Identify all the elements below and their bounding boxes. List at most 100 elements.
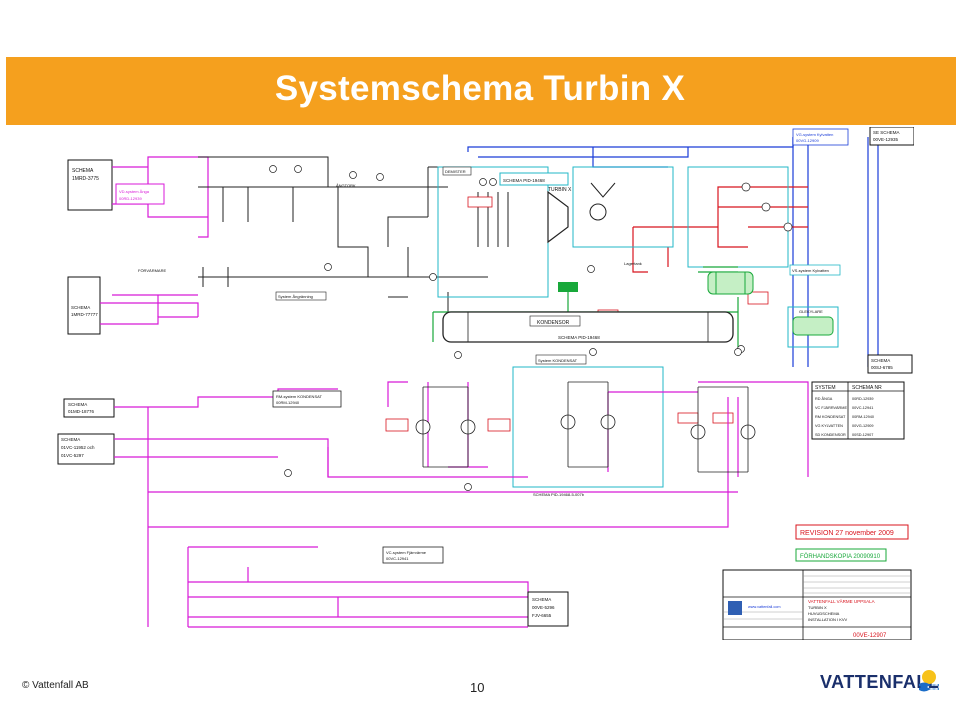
preliminary-label: FÖRHANDSKOPIA 20090910: [800, 553, 881, 560]
preliminary-box: FÖRHANDSKOPIA 20090910: [795, 548, 887, 562]
system-kondensat-box: System KONDENSAT: [535, 354, 587, 365]
schema-box-bottom: SCHEMA 00VE-5296 FJV-6655: [527, 591, 569, 627]
revision-label: REVISION 27 november 2009: [800, 530, 894, 537]
system-table-row-3-system: RM KONDENSAT: [815, 415, 846, 419]
schema-box-left-mid-line2: 1MRD-77777: [71, 312, 98, 317]
schema-box-left-bottom-line2: 01VC-11952 och: [61, 445, 95, 450]
turbine-symbol: TURBIN X: [547, 182, 616, 244]
system-table: SYSTEM SCHEMA NR RD ÅNGA 00RD-12939 VC F…: [811, 381, 905, 440]
vg-system-line2: 00VG-12909: [796, 138, 819, 143]
instrument-circles: [269, 165, 793, 491]
forvarmare-label-group: FÖRVÄRMARE: [138, 268, 166, 273]
vd-system-line2: 00RD-12939: [119, 196, 142, 201]
schema-pid-main-label-top: SCHEMA PID-19468: [503, 178, 545, 183]
title-block: www.vattenfall.com VATTENFALL VÄRME UPPS…: [722, 569, 912, 640]
schema-box-left-bottom-line1: SCHEMA: [61, 437, 80, 442]
schema-pid-bottom-label: SCHEMA PID-19468-5-007b: [533, 492, 585, 497]
schema-box-right-mid: SCHEMA 00SJ-6785: [867, 354, 913, 374]
vc-system-line2: 00VC-12941: [386, 556, 409, 561]
system-angranning-label: System Ångränning: [278, 294, 313, 299]
kondensor-schema-label: SCHEMA PID-19468: [558, 335, 600, 340]
kondensor-label: KONDENSOR: [537, 320, 570, 326]
title-bar: [6, 57, 956, 125]
schema-box-left-rvi-line2: 01MD-18776: [68, 409, 95, 414]
system-schematic: SCHEMA 1MRD-3775 SCHEMA 1MRD-77777 SCHEM…: [48, 127, 914, 640]
system-table-row-5-system: SD KONDENSOR: [815, 433, 846, 437]
system-table-row-4-system: VG KYLVATTEN: [815, 424, 843, 428]
pump-cluster-left: [415, 386, 476, 468]
schema-box-left-rvi: SCHEMA 01MD-18776: [63, 398, 115, 418]
system-table-row-1-system: RD ÅNGA: [815, 396, 833, 401]
rm-system-box: RM-system KONDENSAT 00RM-12940: [272, 390, 342, 408]
schema-box-left-top-line2: 1MRD-3775: [72, 176, 99, 182]
system-kondensat-label: System KONDENSAT: [538, 358, 578, 363]
magenta-lower-network: [114, 381, 809, 628]
schema-bottom-line2: 00VE-5296: [532, 605, 555, 610]
system-table-row-2-system: VC FJÄRRVÄRME: [815, 406, 847, 410]
system-table-row-1-schema: 00RD-12939: [852, 397, 874, 401]
system-table-header-schema: SCHEMA NR: [852, 385, 882, 391]
lagertank-label: Lagertank: [624, 261, 642, 266]
schema-box-left-rvi-line1: SCHEMA: [68, 402, 87, 407]
title-block-line3: INSTALLATION I KVV: [808, 617, 848, 622]
schema-box-left-top-line1: SCHEMA: [72, 168, 94, 174]
annotation-boxes: [385, 196, 769, 432]
demister-label-group: DEMISTER: [442, 166, 472, 176]
angtork-label: ÅNGTORK: [336, 183, 356, 188]
title-block-company: VATTENFALL VÄRME UPPSALA: [808, 598, 875, 604]
schema-pid-bottom-box: SCHEMA PID-19468-5-007b: [533, 492, 585, 497]
vc-system-line1: VC-system Fjärrvärme: [386, 550, 427, 555]
vg-system-box: VG-system Kylvatten 00VG-12909: [792, 128, 849, 146]
demister-label: DEMISTER: [445, 169, 466, 174]
rm-system-line2: 00RM-12940: [276, 400, 300, 405]
schema-box-left-bottom-line3: 01VC-5297: [61, 453, 84, 458]
system-table-row-5-schema: 00SD-12907: [852, 433, 873, 437]
schema-box-left-mid: SCHEMA 1MRD-77777: [67, 276, 101, 335]
schema-box-left-top: SCHEMA 1MRD-3775: [67, 159, 113, 211]
vc-system-box: VC-system Fjärrvärme 00VC-12941: [382, 546, 444, 564]
schema-box-left-mid-line1: SCHEMA: [71, 305, 90, 310]
system-table-header-system: SYSTEM: [815, 385, 836, 391]
vd-system-line1: VD-system Ånga: [119, 189, 150, 194]
lagertank-label-group: Lagertank: [624, 261, 642, 266]
vattenfall-logo-icon: [919, 670, 939, 692]
footer-copyright: © Vattenfall AB: [22, 680, 89, 691]
brand-wordmark: VATTENFALL: [820, 672, 940, 692]
vs-system-label: VS-system Kylvatten: [792, 268, 829, 273]
glekylare-label: GLEKYLARE: [799, 309, 823, 314]
title-block-line2: HUVUDSCHEMA: [808, 611, 840, 616]
cyan-turbin-box: SCHEMA PID-19468: [499, 172, 569, 186]
pump-cluster-mid: [560, 381, 616, 468]
system-table-row-4-schema: 00VG-12909: [852, 424, 874, 428]
glekylare-vessel: GLEKYLARE: [792, 309, 834, 336]
schema-box-right-top: SE SCHEMA 00VE-12935: [869, 127, 914, 146]
kondensor-vessel: KONDENSOR SCHEMA PID-19468: [442, 311, 734, 343]
schema-right-mid-line2: 00SJ-6785: [871, 365, 893, 370]
magenta-loop-top-left: [100, 156, 209, 325]
slide-title: Systemschema Turbin X: [274, 69, 686, 108]
schema-right-mid-line1: SCHEMA: [871, 358, 890, 363]
schema-right-top-line2: 00VE-12935: [873, 137, 899, 142]
system-table-row-3-schema: 00RM-12940: [852, 415, 874, 419]
pump-cluster-right: [690, 386, 756, 473]
title-block-website: www.vattenfall.com: [748, 605, 781, 609]
forvarmare-label: FÖRVÄRMARE: [138, 268, 166, 273]
vg-system-line1: VG-system Kylvatten: [796, 132, 833, 137]
angtork-label-group: ÅNGTORK: [336, 183, 356, 188]
system-angranning-box: System Ångränning: [275, 291, 327, 301]
schema-right-top-line1: SE SCHEMA: [873, 130, 900, 135]
title-block-line1: TURBIN X: [808, 605, 827, 610]
schema-bottom-line3: FJV-6655: [532, 613, 552, 618]
vs-system-box: VS-system Kylvatten: [789, 264, 841, 276]
system-table-row-2-schema: 00VC-12941: [852, 406, 873, 410]
title-block-drawing-no: 00VE-12907: [853, 633, 887, 639]
forvarmare-vessel: [707, 271, 754, 295]
revision-box: REVISION 27 november 2009: [795, 524, 909, 540]
steam-lines: [198, 156, 509, 327]
turbin-label: TURBIN X: [548, 187, 572, 193]
page-number: 10: [470, 680, 485, 695]
vd-system-box: VD-system Ånga 00RD-12939: [115, 183, 165, 205]
schema-box-left-bottom: SCHEMA 01VC-11952 och 01VC-5297: [57, 433, 115, 465]
rm-system-line1: RM-system KONDENSAT: [276, 394, 322, 399]
schema-bottom-line1: SCHEMA: [532, 597, 551, 602]
